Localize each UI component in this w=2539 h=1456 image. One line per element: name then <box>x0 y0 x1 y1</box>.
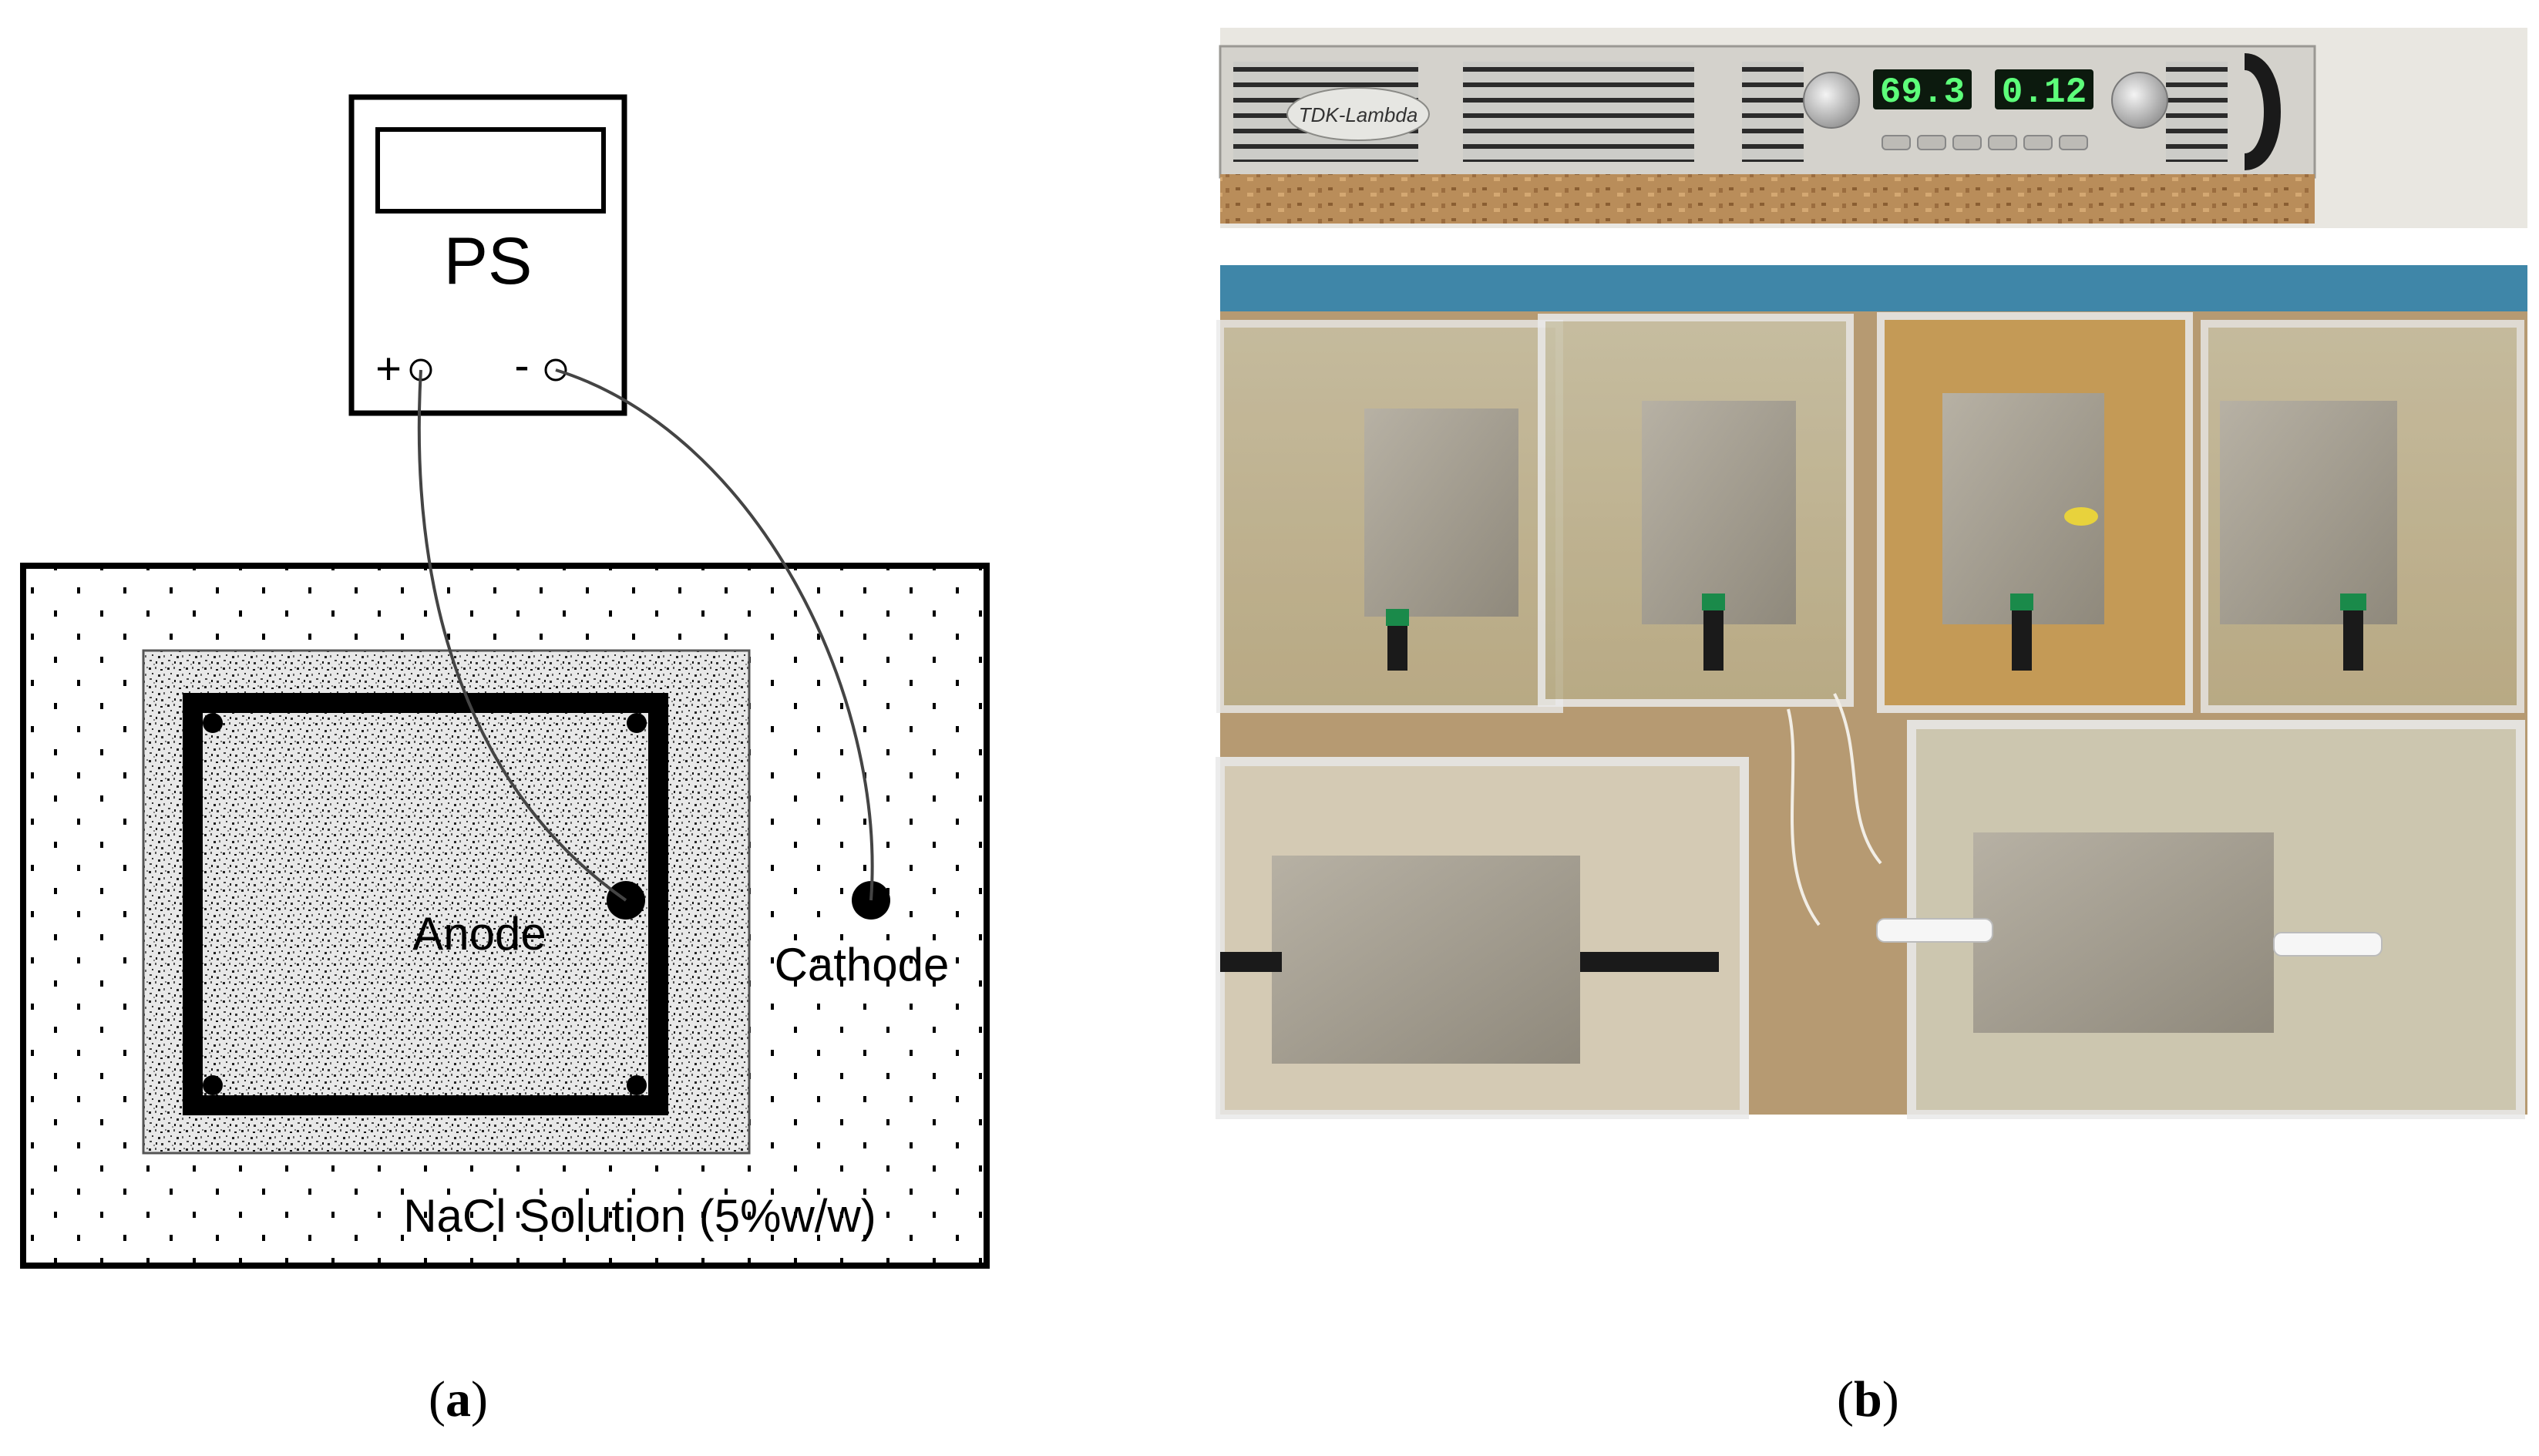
concrete-block <box>1364 409 1518 617</box>
concrete-block <box>1642 401 1796 624</box>
voltage-readout: 69.3 <box>1880 72 1965 113</box>
caption-a-open: ( <box>429 1371 446 1427</box>
front-panel-buttons <box>1882 135 2088 150</box>
caption-a: (a) <box>429 1370 488 1429</box>
caption-b-letter: b <box>1853 1371 1882 1427</box>
power-supply-label: PS <box>444 224 533 298</box>
rebar-corner <box>627 713 647 733</box>
power-supply-photo: TDK-Lambda 69.3 0.12 <box>1219 28 2527 228</box>
rebar-cage <box>183 693 668 1115</box>
power-supply: PS + - <box>348 94 627 416</box>
tub <box>1876 720 2525 1119</box>
caption-b-close: ) <box>1882 1371 1899 1427</box>
current-readout: 0.12 <box>2002 72 2087 113</box>
tub <box>2201 320 2524 713</box>
brand-label: TDK-Lambda <box>1299 103 1418 126</box>
concrete-block <box>1973 832 2274 1033</box>
tub <box>1216 757 1749 1119</box>
brand-badge <box>1286 87 1430 141</box>
power-supply-display <box>375 127 606 214</box>
caption-b-open: ( <box>1837 1371 1854 1427</box>
rebar-corner <box>627 1075 647 1095</box>
concrete-block <box>1272 856 1580 1064</box>
wooden-shelf <box>1220 174 2315 224</box>
rebar-corner <box>203 1075 223 1095</box>
caption-a-letter: a <box>445 1371 471 1427</box>
positive-terminal-sign: + <box>375 344 402 394</box>
yellow-tag <box>2064 507 2098 526</box>
wires <box>1787 693 1882 926</box>
voltage-knob <box>1803 72 1860 129</box>
negative-terminal-sign: - <box>514 341 529 391</box>
rack-handle <box>2243 53 2281 170</box>
anode-label: Anode <box>412 908 546 960</box>
tub <box>1216 320 1563 713</box>
tub <box>1877 312 2193 713</box>
anode-wire <box>417 369 627 902</box>
solution-label: NaCl Solution (5%w/w) <box>403 1190 876 1242</box>
concrete-block <box>2220 401 2397 624</box>
panel-a-schematic: PS + - Anode Cathode NaCl Solution (5%w/… <box>20 94 990 1269</box>
current-display <box>1995 69 2093 109</box>
current-knob <box>2111 72 2168 129</box>
cathode-wire <box>555 368 874 901</box>
panel-b-photos: TDK-Lambda 69.3 0.12 <box>1216 28 2527 1119</box>
caption-b: (b) <box>1837 1370 1899 1429</box>
specimen-tubs-photo <box>1216 265 2527 1119</box>
caption-a-close: ) <box>470 1371 488 1427</box>
voltage-display <box>1873 69 1972 109</box>
tub <box>1538 314 1854 707</box>
rebar-corner <box>203 713 223 733</box>
cathode-label: Cathode <box>775 939 950 990</box>
